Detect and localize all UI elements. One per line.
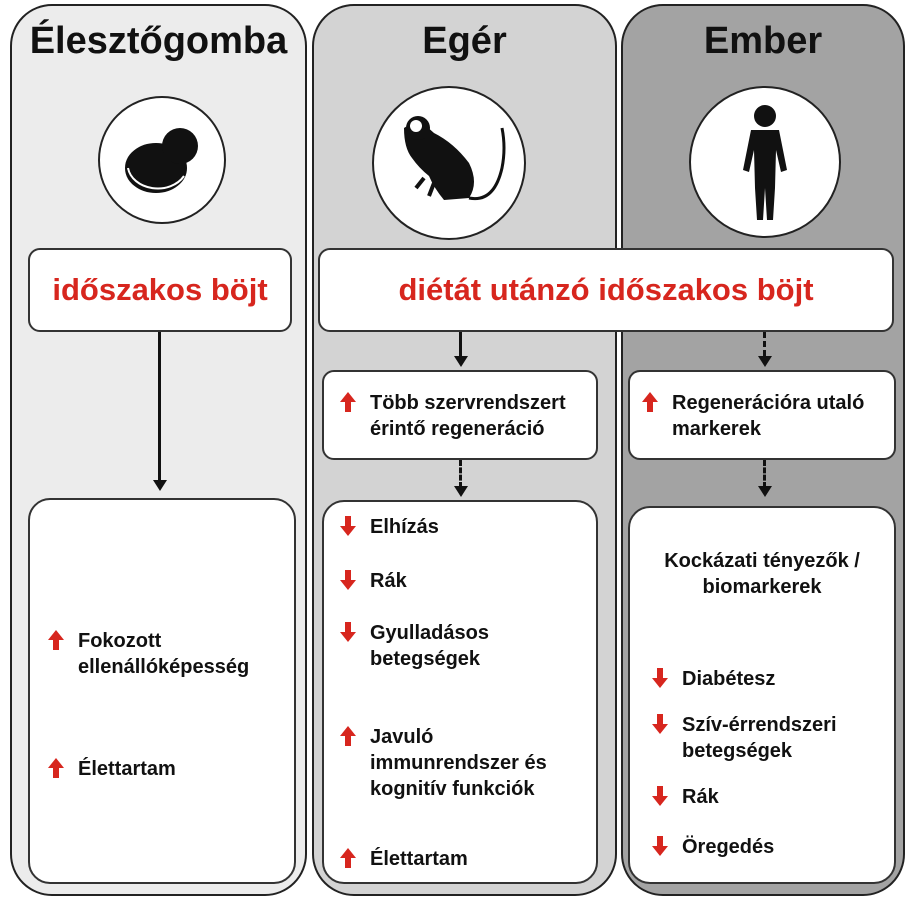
mouse-title: Egér (422, 20, 507, 62)
fmd-box: diétát utánzó időszakos böjt (318, 248, 894, 332)
yeast-effect-2: Élettartam (46, 756, 176, 782)
yeast-arrow-head (153, 480, 167, 491)
up-arrow-icon (340, 392, 356, 412)
down-arrow-icon (652, 668, 668, 688)
human-effect-cancer: Rák (650, 784, 719, 810)
yeast-title: Élesztőgomba (29, 20, 288, 62)
mouse-mid-box: Több szervrendszert érintő regeneráció (322, 370, 598, 460)
human-arrow-2-line (763, 460, 766, 488)
mouse-effect-obesity: Elhízás (338, 514, 439, 540)
mouse-effect-inflammation: Gyulladásos betegségek (338, 620, 498, 672)
human-title: Ember (703, 20, 823, 62)
mouse-effects-box: Elhízás Rák Gyulladásos betegségek Javul… (322, 500, 598, 884)
yeast-arrow-line (158, 332, 161, 480)
up-arrow-icon (642, 392, 658, 412)
down-arrow-icon (652, 786, 668, 806)
human-effect-aging: Öregedés (650, 834, 774, 860)
mouse-icon (372, 86, 526, 240)
mouse-mid-text: Több szervrendszert érintő regeneráció (370, 392, 566, 440)
human-effect-cardio: Szív-érrendszeri betegségek (650, 712, 880, 764)
mouse-effect-immune: Javuló immunrendszer és kognitív funkció… (338, 724, 578, 802)
human-risk-title: Kockázati tényezők / biomarkerek (664, 550, 860, 598)
mouse-effect-cancer: Rák (338, 568, 407, 594)
yeast-effects-box: Fokozott ellenállóképesség Élettartam (28, 498, 296, 884)
up-arrow-icon (48, 758, 64, 778)
human-arrow-1-head (758, 356, 772, 367)
down-arrow-icon (340, 570, 356, 590)
down-arrow-icon (652, 714, 668, 734)
down-arrow-icon (340, 516, 356, 536)
down-arrow-icon (652, 836, 668, 856)
mouse-effect-lifespan: Élettartam (338, 846, 468, 872)
up-arrow-icon (340, 848, 356, 868)
human-mid-text: Regenerációra utaló markerek (672, 392, 865, 440)
up-arrow-icon (48, 630, 64, 650)
down-arrow-icon (340, 622, 356, 642)
mouse-arrow-2-line (459, 460, 462, 488)
yeast-icon (98, 96, 226, 224)
yeast-effect-1: Fokozott ellenállóképesség (46, 628, 294, 680)
yeast-fasting-box: időszakos böjt (28, 248, 292, 332)
mouse-arrow-1-head (454, 356, 468, 367)
fmd-label: diétát utánzó időszakos böjt (398, 272, 814, 307)
mouse-arrow-2-head (454, 486, 468, 497)
yeast-fasting-label: időszakos böjt (52, 272, 268, 307)
human-effects-box: Kockázati tényezők / biomarkerek Diabéte… (628, 506, 896, 884)
up-arrow-icon (340, 726, 356, 746)
human-effect-diabetes: Diabétesz (650, 666, 775, 692)
human-mid-box: Regenerációra utaló markerek (628, 370, 896, 460)
mouse-arrow-1-line (459, 332, 462, 356)
human-icon (689, 86, 841, 238)
human-arrow-1-line (763, 332, 766, 356)
human-arrow-2-head (758, 486, 772, 497)
